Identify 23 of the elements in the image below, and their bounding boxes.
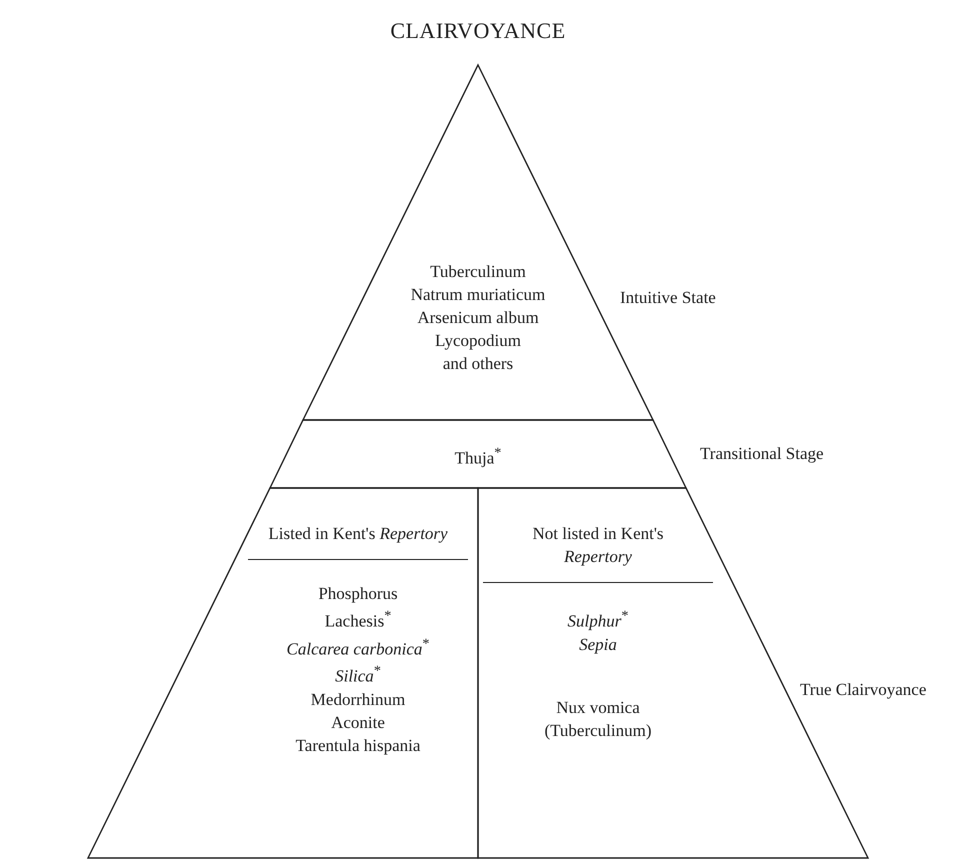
- remedy-name: Aconite: [331, 712, 385, 734]
- remedy-name: Natrum muriaticum: [410, 284, 546, 306]
- remedy-name: Medorrhinum: [310, 688, 406, 711]
- stage-label: Intuitive State: [620, 288, 716, 308]
- remedy-name: Calcarea carbonica$^{*}$: [286, 634, 430, 660]
- stage-label: True Clairvoyance: [800, 680, 926, 700]
- stage-label: Transitional Stage: [700, 444, 824, 464]
- remedy-name: Sulphur$^{*}$: [568, 607, 628, 633]
- remedy-name: Tuberculinum: [430, 261, 526, 283]
- remedy-name: Tarentula hispania: [296, 734, 420, 757]
- remedy-name: and others: [442, 353, 514, 375]
- remedy-name: Sepia: [579, 634, 617, 656]
- remedy-name: Nux vomica: [556, 696, 640, 719]
- diagram-title: CLAIRVOYANCE: [389, 18, 567, 44]
- section-heading: Not listed in Kent's Repertory: [483, 522, 713, 583]
- remedy-name: (Tuberculinum): [544, 720, 652, 742]
- remedy-name: Arsenicum album: [417, 307, 539, 329]
- remedy-name: Thuja$^{*}$: [454, 444, 502, 470]
- remedy-name: Silica$^{*}$: [335, 662, 381, 688]
- remedy-name: Phosphorus: [318, 583, 398, 605]
- section-heading: Listed in Kent's Repertory: [248, 522, 468, 560]
- remedy-name: Lachesis$^{*}$: [324, 607, 392, 633]
- remedy-name: Lycopodium: [435, 330, 521, 352]
